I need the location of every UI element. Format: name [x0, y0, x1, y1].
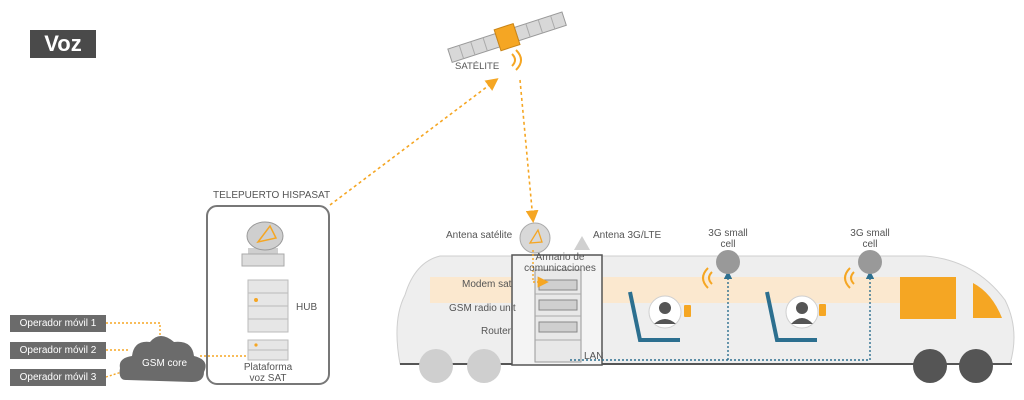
platform-label-line1: Plataforma	[243, 362, 293, 373]
small-cell-label-2: 3G small cell	[840, 228, 900, 250]
lan-line	[570, 270, 875, 361]
cabinet-label-line1: Armario de	[535, 252, 585, 263]
small-cell-label-1-line1: 3G small	[708, 228, 748, 239]
small-cell-label-1-line2: cell	[720, 239, 736, 250]
roof-satellite-antenna-icon	[519, 222, 551, 254]
cabinet-label-line2: comunicaciones	[524, 263, 596, 274]
roof-3g-antenna-icon	[574, 236, 590, 250]
page-title: Voz	[30, 30, 96, 58]
platform-label-line2: voz SAT	[249, 373, 287, 384]
operator-box-2: Operador móvil 2	[10, 342, 106, 359]
train-wheels	[419, 349, 993, 383]
satellite-label: SATÉLITE	[455, 61, 500, 72]
hub-server-icon	[247, 279, 289, 333]
satellite-dish-icon	[241, 221, 285, 267]
downlink-line	[519, 79, 539, 224]
antenna-3g-label: Antena 3G/LTE	[593, 230, 662, 241]
platform-server-icon	[247, 339, 289, 361]
router-label: Router	[481, 326, 512, 337]
passenger-female-icon	[765, 291, 826, 342]
modem-label: Modem sat	[462, 279, 512, 290]
operator-box-1: Operador móvil 1	[10, 315, 106, 332]
hub-label: HUB	[296, 302, 318, 313]
gsm-radio-label: GSM radio unit	[449, 303, 516, 314]
operator-box-3: Operador móvil 3	[10, 369, 106, 386]
small-cell-label-1: 3G small cell	[698, 228, 758, 250]
comms-cabinet-rack	[534, 269, 582, 363]
gsm-core-cloud	[119, 336, 206, 382]
satellite-icon	[447, 11, 567, 71]
cabinet-label: Armario de comunicaciones	[515, 252, 605, 274]
small-cell-icon	[702, 250, 740, 289]
gsm-core-label: GSM core	[142, 358, 188, 369]
small-cell-label-2-line1: 3G small	[850, 228, 890, 239]
teleport-label: TELEPUERTO HISPASAT	[213, 190, 331, 201]
platform-label: Plataforma voz SAT	[240, 362, 296, 384]
antenna-sat-label: Antena satélite	[446, 230, 513, 241]
passenger-male-icon	[628, 291, 691, 342]
lan-label: LAN	[584, 351, 604, 362]
small-cell-icon	[844, 250, 882, 289]
small-cell-label-2-line2: cell	[862, 239, 878, 250]
uplink-line	[329, 78, 499, 206]
